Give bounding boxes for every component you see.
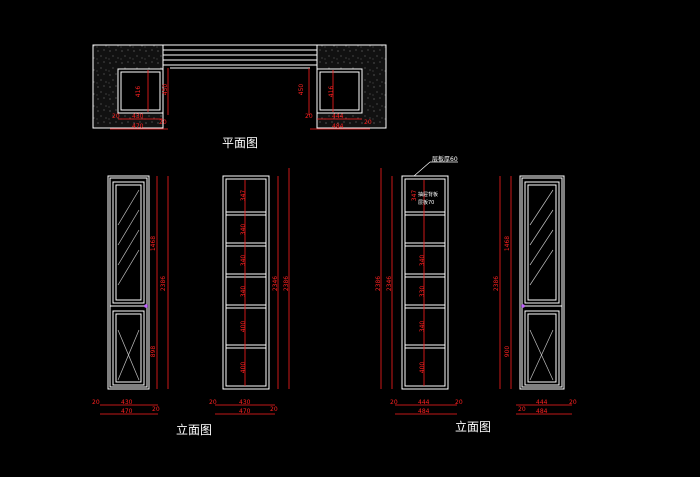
plan-cabinet-left [117,68,164,114]
plan-dimensions [110,68,370,130]
plan-left-dim-450: 450 [162,83,170,96]
plan-right-dim-20a: 20 [305,113,313,120]
cab1-width-470: 470 [121,408,133,415]
cabinet-4-glass-door [524,181,560,304]
cab1-width-20b: 20 [152,406,160,413]
cab2-shelf-340a: 340 [240,223,248,236]
cab3-note-side-2: 层板70 [418,200,435,206]
cab2-shelf-340b: 340 [240,254,248,267]
plan-view [92,44,387,129]
cab3-width-484: 484 [418,408,430,415]
cab2-dim-2346: 2346 [272,275,280,292]
plan-right-dim-444: 444 [332,113,344,120]
cab2-shelf-340c: 340 [240,285,248,298]
cab1-width-20a: 20 [92,399,100,406]
cabinet-1-glass-door [112,181,145,304]
cabinet-3-dimensions [380,168,457,415]
cab4-dim-2386: 2386 [493,275,501,292]
cab1-dim-2386: 2386 [160,275,168,292]
plan-left-dim-20a: 20 [112,113,120,120]
plan-left-dim-20b: 20 [159,119,167,126]
cab1-width-430: 430 [121,399,133,406]
cab3-shelf-400: 400 [419,361,427,374]
cab2-width-470: 470 [239,408,251,415]
cab4-width-484: 484 [536,408,548,415]
cab2-width-430: 430 [239,399,251,406]
elevation-title-left: 立面图 [176,423,213,437]
cab3-shelf-340b: 340 [419,320,427,333]
cab2-width-20b: 20 [270,406,278,413]
cab2-shelf-347: 347 [240,189,248,202]
cabinet-2 [222,175,270,390]
cab3-shelf-340a: 340 [419,254,427,267]
plan-cabinet-right [316,68,363,114]
cab4-width-444: 444 [536,399,548,406]
cab4-dim-900: 900 [504,345,512,358]
elevation-title-right: 立面图 [455,420,492,434]
cab2-width-20a: 20 [209,399,217,406]
cab3-dim-2386: 2386 [375,275,383,292]
cab3-width-444: 444 [418,399,430,406]
cab3-note-top: 层板厚60 [432,156,458,163]
cab4-dim-1468: 1468 [504,235,512,252]
cab2-shelf-400a: 400 [240,320,248,333]
cab4-width-20a: 20 [518,406,526,413]
cabinet-3-note-leaders [413,161,458,177]
plan-left-dim-470: 470 [132,123,144,130]
cabinet-2-dimensions [215,168,290,415]
cab3-width-20a: 20 [390,399,398,406]
cab1-dim-1468: 1468 [150,235,158,252]
cab2-shelf-400b: 400 [240,361,248,374]
cab3-width-20b: 20 [455,399,463,406]
cabinet-4-dimensions [499,176,572,415]
cab1-dim-898: 898 [150,345,158,358]
cabinet-4-lower-door [524,310,560,386]
cabinet-4 [519,175,565,390]
cabinet-1-dimensions [100,176,169,415]
plan-left-dim-416: 416 [135,85,143,98]
cab2-dim-2386: 2386 [283,275,291,292]
cabinet-3 [401,175,449,390]
plan-right-dim-450: 450 [298,83,306,96]
cab4-width-20b: 20 [569,399,577,406]
cabinet-1 [107,175,150,390]
cab3-dim-2346: 2346 [386,275,394,292]
plan-title: 平面图 [222,136,259,150]
cab3-note-side-1: 抽屉背板 [418,192,439,198]
plan-right-dim-484: 484 [332,123,344,130]
plan-left-dim-430: 430 [132,113,144,120]
plan-right-dim-416: 416 [328,85,336,98]
cab3-shelf-330: 330 [419,285,427,298]
plan-right-dim-20b: 20 [364,119,372,126]
cabinet-1-lower-door [112,310,145,386]
